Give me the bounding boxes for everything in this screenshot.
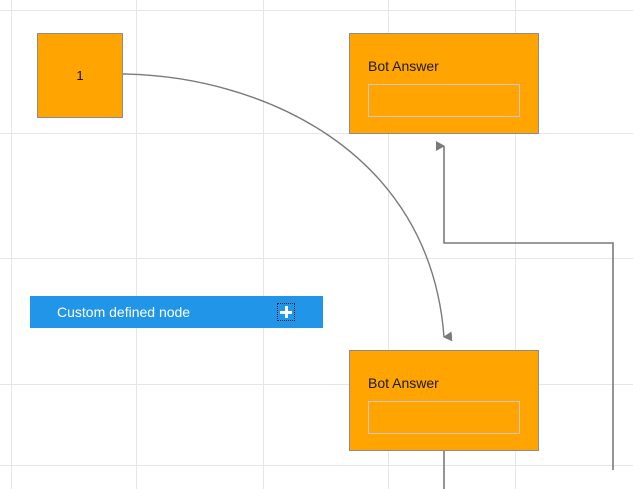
plus-icon-vertical-bar: [284, 306, 288, 318]
node-bot-answer-bottom-field[interactable]: [368, 401, 520, 434]
edge-node1-to-bot-answer-bottom[interactable]: [122, 73, 453, 342]
plus-icon[interactable]: [277, 303, 295, 321]
edge-loop-to-bot-answer-top[interactable]: [436, 141, 614, 470]
custom-defined-node-button[interactable]: Custom defined node: [30, 296, 323, 328]
custom-defined-node-label: Custom defined node: [57, 304, 191, 320]
node-1[interactable]: 1: [37, 33, 123, 118]
node-bot-answer-bottom[interactable]: Bot Answer: [349, 350, 539, 451]
node-1-label: 1: [76, 68, 84, 83]
node-bot-answer-top-title: Bot Answer: [368, 58, 439, 74]
node-bot-answer-top-field[interactable]: [368, 84, 520, 117]
node-bot-answer-bottom-title: Bot Answer: [368, 375, 439, 391]
node-bot-answer-top[interactable]: Bot Answer: [349, 33, 539, 134]
